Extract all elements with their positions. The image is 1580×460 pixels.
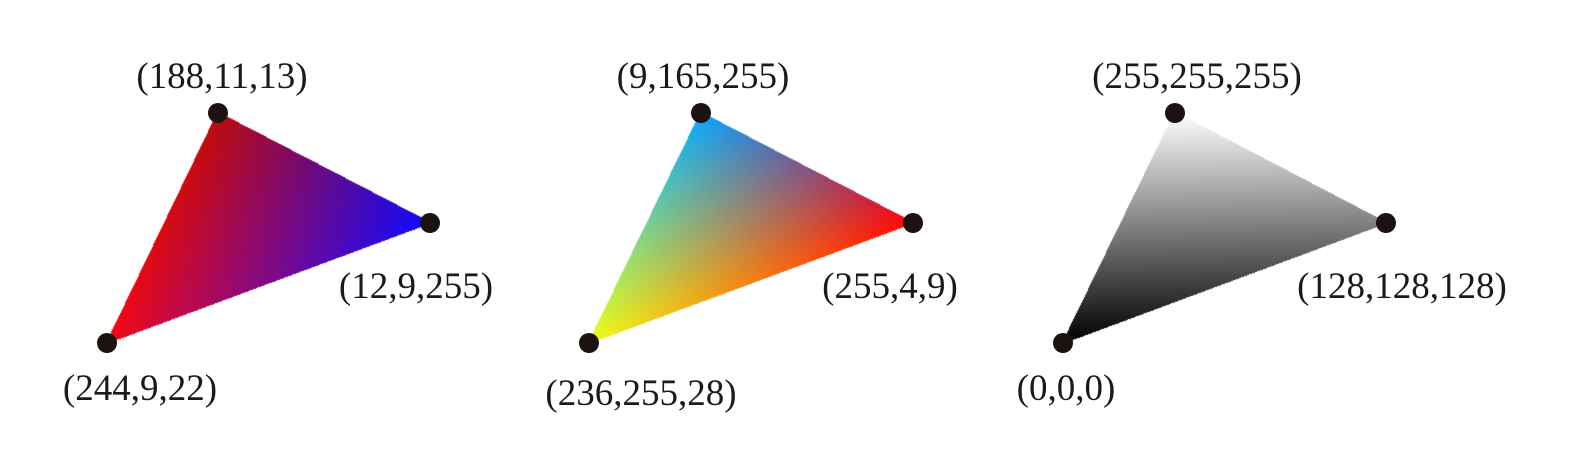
vertex-top-dot [1165, 103, 1185, 123]
vertex-top-dot [691, 103, 711, 123]
grayscale-triangle: (255,255,255) (128,128,128) (0,0,0) [1017, 56, 1507, 409]
vertex-top-dot [208, 103, 228, 123]
vertex-top-label: (9,165,255) [617, 56, 790, 97]
vertex-right-label: (128,128,128) [1297, 266, 1507, 307]
red-blue-triangle: (188,11,13) (12,9,255) (244,9,22) [63, 56, 493, 409]
vertex-bottom-left-dot [97, 333, 117, 353]
vertex-bottom-left-label: (0,0,0) [1017, 368, 1116, 409]
vertex-bottom-left-label: (236,255,28) [545, 373, 736, 414]
vertex-right-dot [903, 213, 923, 233]
vertex-top-label: (188,11,13) [136, 56, 307, 97]
vertex-bottom-left-dot [1053, 333, 1073, 353]
rainbow-triangle: (9,165,255) (255,4,9) (236,255,28) [545, 56, 957, 414]
grayscale-triangle-fill [1063, 113, 1387, 344]
vertex-right-label: (12,9,255) [339, 266, 493, 307]
vertex-bottom-left-label: (244,9,22) [63, 368, 217, 409]
rainbow-triangle-fill [589, 113, 914, 344]
vertex-right-dot [420, 213, 440, 233]
vertex-right-label: (255,4,9) [822, 266, 958, 307]
red-blue-triangle-fill [107, 113, 431, 344]
vertex-bottom-left-dot [579, 333, 599, 353]
vertex-top-label: (255,255,255) [1092, 56, 1302, 97]
vertex-right-dot [1376, 213, 1396, 233]
